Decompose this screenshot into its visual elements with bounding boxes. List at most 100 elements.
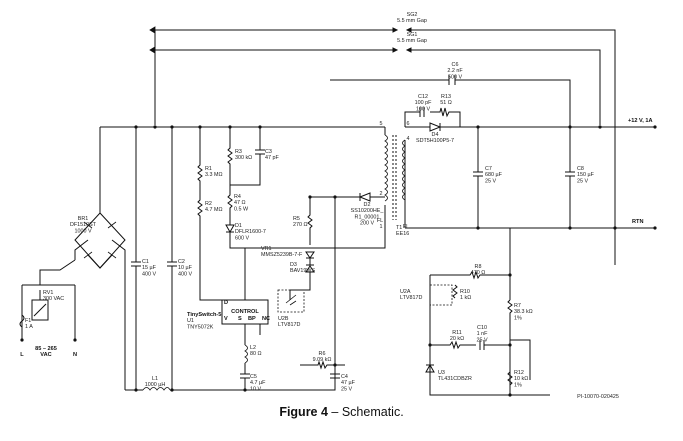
r6-label: R6	[319, 351, 326, 357]
r12-resistor	[507, 371, 513, 386]
d2-label: R1_00001	[355, 214, 380, 220]
t1-pin-label: 5	[380, 121, 383, 127]
figure-number: Figure 4	[279, 405, 328, 419]
t1-pin-label: FL	[377, 218, 383, 224]
sg2-label: 5.5 mm Gap	[397, 18, 427, 24]
r8-label: 470 Ω	[471, 270, 486, 276]
t1-label: EE16	[396, 231, 409, 237]
c10-label: 1 nF	[477, 331, 488, 337]
out-pos-label: +12 V, 1A	[628, 118, 653, 124]
d4-diode	[429, 122, 442, 132]
r6-label: 9.09 kΩ	[313, 357, 332, 363]
rv1-varistor	[31, 290, 49, 321]
u2a-label: LTV817D	[400, 295, 422, 301]
t1-pin-label: 1	[380, 224, 383, 230]
d4-label: D4	[432, 132, 439, 138]
u1-pin-label: NC	[262, 316, 270, 322]
c8-label: C8	[577, 166, 584, 172]
br1-label: BR1	[78, 216, 89, 222]
r11-label: R11	[452, 330, 462, 336]
clamp-network	[225, 127, 386, 249]
c6-label: 2.2 nF	[447, 68, 463, 74]
u1-pin-label: BP	[248, 316, 256, 322]
rv1-label: 300 VAC	[43, 296, 64, 302]
r3-label: 300 kΩ	[235, 155, 252, 161]
r5-label: 270 Ω	[293, 222, 308, 228]
rv1-label: RV1	[43, 290, 53, 296]
u1-pin-label: S	[238, 316, 242, 322]
u2b-optocoupler	[277, 289, 305, 313]
rtn-terminal	[653, 226, 657, 230]
d1-label: 600 V	[235, 235, 249, 241]
c5-capacitor	[240, 363, 250, 390]
u1-pin-label: D	[224, 300, 228, 306]
r10-resistor	[452, 284, 458, 299]
sg2-label: SG2	[407, 12, 418, 18]
r12-label: 1%	[514, 382, 522, 388]
r12-label: R12	[514, 370, 524, 376]
c2-label: C2	[178, 259, 185, 265]
l2-label: L2	[250, 345, 256, 351]
c12-label: C12	[418, 94, 428, 100]
l2-inductor	[244, 344, 248, 364]
c5-label: 4.7 µF	[250, 380, 266, 386]
c10-label: 25 V	[476, 337, 487, 343]
control-label: CONTROL	[231, 309, 259, 315]
c12-label: 100 pF	[415, 100, 432, 106]
c2-capacitor	[167, 127, 177, 390]
transformer-t1	[384, 127, 406, 228]
u2a-optocoupler	[429, 284, 453, 306]
br1-label: DF1510ST	[70, 222, 97, 228]
t1-pin-label: 4	[407, 136, 410, 142]
d1-label: D1	[235, 223, 242, 229]
c7-label: 25 V	[485, 178, 496, 184]
junction-dots	[20, 125, 617, 397]
c3-label: C3	[265, 149, 272, 155]
r3-label: R3	[235, 149, 242, 155]
c2-label: 10 µF	[178, 265, 193, 271]
l-term-label: L	[20, 352, 24, 358]
c12-capacitor	[419, 107, 425, 117]
vr1-label: VR1	[261, 246, 272, 252]
r12-label: 10 kΩ	[514, 376, 528, 382]
snubber-network	[404, 107, 470, 128]
r4-label: 47 Ω	[234, 200, 246, 206]
c1-capacitor	[131, 127, 141, 390]
r11-label: 20 kΩ	[450, 336, 464, 342]
r7-label: 1%	[514, 315, 522, 321]
doc-id-label: PI-10070-020425	[577, 394, 619, 400]
c6-capacitor	[448, 75, 456, 85]
u3-label: U3	[438, 370, 445, 376]
out-pos-terminal	[653, 125, 657, 129]
f1-fuse	[19, 314, 25, 328]
c7-capacitor	[473, 127, 483, 228]
u1-label: TNY5072K	[187, 324, 214, 330]
d2-label: D2	[364, 202, 371, 208]
r1-label: 3.3 MΩ	[205, 172, 223, 178]
d2-label: SS10200HE_	[351, 208, 385, 214]
rtn-label: RTN	[632, 219, 644, 225]
c7-label: C7	[485, 166, 492, 172]
f1-label: F1	[25, 318, 31, 324]
r1-r2-resistors	[197, 127, 222, 301]
r7-label: R7	[514, 303, 521, 309]
figure-caption: Figure 4 – Schematic.	[0, 405, 683, 419]
c8-label: 25 V	[577, 178, 588, 184]
d3-label: BAV19WS	[290, 268, 315, 274]
c4-label: C4	[341, 374, 348, 380]
t1-pin-label: FL	[403, 224, 409, 230]
t1-label: T1	[396, 225, 402, 231]
c1-label: 400 V	[142, 271, 156, 277]
u1-pin-label: V	[224, 316, 228, 322]
c2-label: 400 V	[178, 271, 192, 277]
d1-label: DFLR1600-7	[235, 229, 266, 235]
l1-inductor	[142, 387, 171, 391]
c6-label: 500 V	[448, 74, 462, 80]
r2-label: R2	[205, 201, 212, 207]
u1-label: TinySwitch-5	[187, 312, 221, 318]
t1-pin-label: 6	[407, 121, 410, 127]
r5-label: R5	[293, 216, 300, 222]
r4-label: 0.5 W	[234, 206, 249, 212]
bridge-br1	[74, 212, 126, 269]
